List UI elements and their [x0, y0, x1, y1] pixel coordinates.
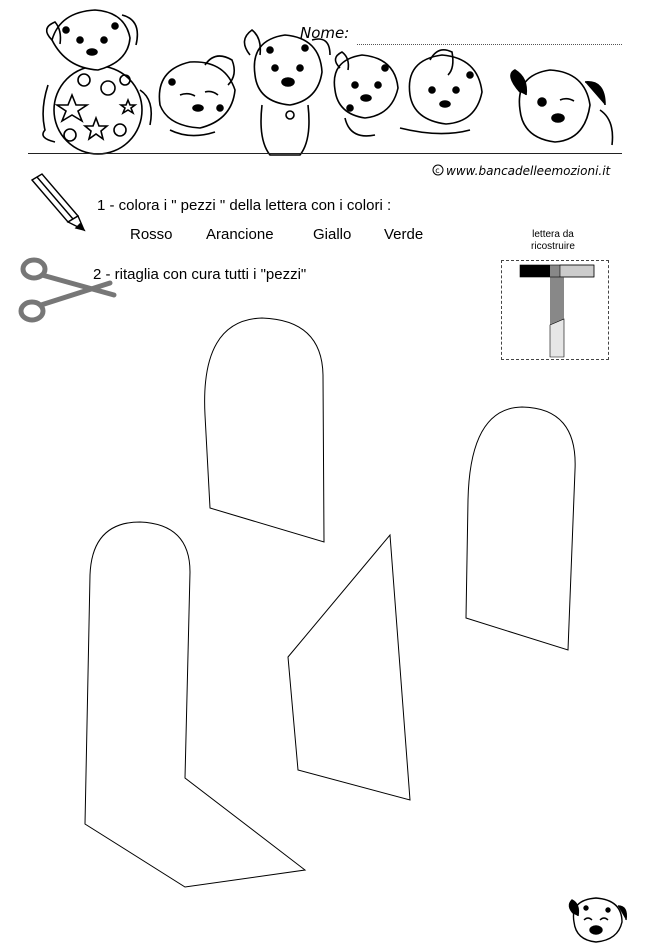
reference-label-line-2: ricostruire	[531, 241, 575, 252]
pencil-icon	[30, 173, 86, 232]
header-divider	[28, 153, 622, 154]
step-1-instruction: 1 - colora i " pezzi " della lettera con…	[97, 197, 392, 214]
name-label: Nome:	[300, 24, 350, 42]
reference-letter-box	[501, 260, 609, 360]
reference-label-line-1: lettera da	[532, 229, 574, 240]
color-yellow-label: Giallo	[313, 226, 352, 243]
website-credit: www.bancadelleemozioni.it	[446, 164, 611, 178]
color-red-label: Rosso	[130, 226, 173, 243]
reference-label: lettera da ricostruire	[503, 229, 603, 253]
piece-quad[interactable]	[287, 533, 411, 801]
piece-left-boot[interactable]	[84, 521, 307, 888]
copyright-icon: c	[432, 163, 444, 181]
scissors-icon	[18, 257, 117, 323]
svg-text:c: c	[435, 166, 439, 175]
piece-right-arch[interactable]	[465, 406, 576, 651]
puppy-footer-icon	[568, 897, 628, 943]
color-green-label: Verde	[384, 226, 424, 243]
reference-letter-t	[519, 264, 595, 358]
color-orange-label: Arancione	[206, 226, 274, 243]
cutout-pieces-area	[84, 317, 576, 888]
piece-top-arch[interactable]	[204, 317, 325, 543]
dalmatian-puppies-illustration	[42, 9, 614, 156]
step-2-instruction: 2 - ritaglia con cura tutti i "pezzi"	[93, 266, 307, 283]
name-input-line[interactable]	[357, 44, 622, 45]
